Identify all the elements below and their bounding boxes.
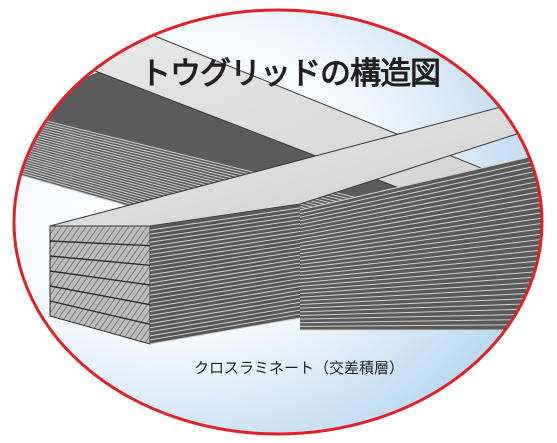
front-tape-stripe — [149, 313, 301, 341]
front-tape-stripe — [149, 305, 301, 333]
right-stack-stripe — [299, 264, 542, 287]
layer-boundary — [49, 255, 151, 267]
front-tape-stripe — [149, 219, 301, 243]
right-stack-stripe — [299, 247, 542, 276]
front-tape-stripe — [149, 207, 301, 231]
right-stack-stripe — [299, 274, 542, 295]
right-stack-stripe — [299, 231, 542, 266]
ellipse-outline — [12, 8, 544, 436]
front-tape-stripe — [149, 282, 301, 308]
right-stack-stripe — [299, 220, 542, 258]
front-tape-stripe — [149, 238, 301, 264]
layer-boundary — [49, 300, 151, 326]
right-stack-stripe — [299, 296, 542, 309]
front-tape-stripe — [149, 227, 301, 251]
right-stack-stripe — [299, 204, 542, 247]
front-tape-stripe — [149, 293, 301, 321]
front-tape-stripe — [149, 231, 301, 255]
front-tape-stripe — [149, 301, 301, 329]
front-tape-stripe — [149, 262, 301, 288]
right-stack-stripe — [299, 198, 542, 244]
front-tape-stripe — [149, 289, 301, 317]
right-stack-stripe — [299, 209, 542, 251]
front-tape-stripe — [149, 309, 301, 337]
front-tape-stripe — [149, 317, 301, 345]
right-stack-stripe — [299, 154, 542, 215]
right-stack-stripe — [299, 285, 542, 302]
layer-boundary — [49, 270, 151, 286]
front-tape-stripe — [149, 270, 301, 296]
right-stack-stripe — [299, 182, 542, 233]
front-tape-stripe — [149, 250, 301, 276]
right-stack-stripe — [299, 160, 542, 218]
front-tape-stripe — [149, 278, 301, 304]
right-stack-stripe — [299, 280, 542, 298]
right-stack-stripe — [299, 307, 542, 316]
front-tape-stripe — [149, 223, 301, 247]
front-tape-stripe — [149, 286, 301, 312]
front-tape-stripe — [149, 266, 301, 292]
front-tape-stripe — [149, 274, 301, 300]
right-stack-stripe — [299, 193, 542, 240]
tape-stack-group — [14, 29, 542, 345]
right-stack-stripe — [299, 302, 542, 313]
front-tape-stripe — [149, 246, 301, 272]
right-stack-stripe — [299, 214, 542, 255]
right-stack-stripe — [299, 171, 542, 226]
layer-boundary — [49, 285, 151, 306]
right-stack-stripe — [299, 176, 542, 229]
right-stack-stripe — [299, 165, 542, 222]
right-stack-stripe — [299, 269, 542, 291]
right-stack-stripe — [299, 253, 542, 280]
front-tape-stripe — [149, 254, 301, 280]
right-stack-stripe — [299, 236, 542, 269]
front-tape-stripe — [149, 234, 301, 260]
right-layer-stack — [299, 149, 542, 331]
front-tape-stripe — [149, 215, 301, 239]
layer-boundary — [49, 240, 151, 247]
right-stack-stripe — [299, 225, 542, 262]
upper-tape-band — [49, 101, 542, 345]
front-tape-stripe — [149, 297, 301, 325]
right-stack-stripe — [299, 258, 542, 284]
front-tape-stripe — [149, 242, 301, 268]
right-stack-stripe — [299, 149, 542, 211]
right-stack-stripe — [299, 242, 542, 273]
front-tape-stripe — [149, 258, 301, 284]
front-tape-stripe — [149, 211, 301, 235]
cross-laminate-caption: クロスラミネート（交差積層） — [194, 359, 405, 377]
right-stack-stripe — [299, 187, 542, 236]
right-stack-stripe — [299, 291, 542, 306]
diagram-title: トウグリッドの構造図 — [140, 56, 441, 92]
